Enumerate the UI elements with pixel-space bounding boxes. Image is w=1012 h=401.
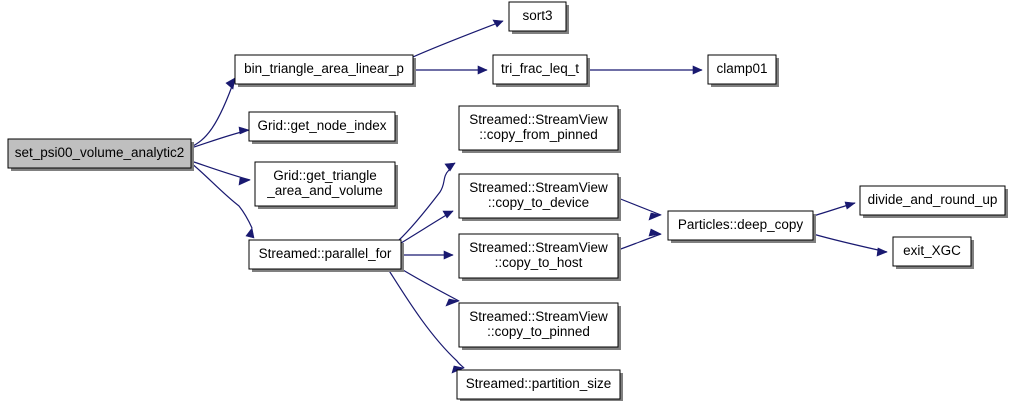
call-edge — [397, 266, 460, 302]
node-box[interactable] — [458, 105, 619, 151]
call-edge — [387, 268, 465, 369]
node-box[interactable] — [859, 185, 1006, 216]
call-edge — [617, 197, 662, 216]
node-box[interactable] — [458, 233, 619, 279]
edge-arrowhead-icon — [442, 210, 454, 219]
graph-node[interactable]: Particles::deep_copy — [667, 210, 816, 243]
graph-node[interactable]: Streamed::partition_size — [456, 369, 623, 401]
root-node-box[interactable] — [7, 138, 192, 169]
node-label: ::copy_from_pinned — [479, 127, 598, 142]
edge-arrowhead-icon — [844, 201, 856, 210]
graph-node[interactable]: Streamed::StreamView::copy_to_pinned — [458, 302, 621, 350]
node-label: _area_and_volume — [266, 183, 383, 198]
call-edge — [617, 233, 662, 251]
node-label: Streamed::StreamView — [469, 180, 608, 195]
node-label: ::copy_to_pinned — [487, 324, 590, 339]
node-box[interactable] — [234, 54, 414, 85]
graph-node[interactable]: Streamed::StreamView::copy_from_pinned — [458, 105, 621, 153]
call-edge — [397, 162, 456, 242]
edge-arrowhead-icon — [648, 212, 663, 221]
call-edge — [190, 77, 236, 148]
node-box[interactable] — [248, 239, 402, 270]
node-layer: set_psi00_volume_analytic2 bin_triangle_a… — [7, 1, 1008, 401]
edge-arrowhead-icon — [492, 19, 504, 28]
arrow-layer — [225, 19, 888, 374]
graph-node[interactable]: exit_XGC — [892, 236, 974, 269]
node-label: Grid::get_node_index — [257, 118, 386, 133]
node-label: Streamed::parallel_for — [259, 246, 392, 261]
node-box[interactable] — [508, 1, 567, 32]
node-label: set_psi00_volume_analytic2 — [15, 145, 185, 160]
edge-arrowhead-icon — [225, 77, 236, 90]
call-edge — [190, 162, 253, 229]
edge-arrowhead-icon — [238, 126, 250, 135]
graph-node[interactable]: clamp01 — [707, 54, 779, 87]
call-edge — [190, 160, 251, 181]
graph-node[interactable]: set_psi00_volume_analytic2 — [7, 138, 194, 171]
edge-arrowhead-icon — [245, 227, 255, 239]
node-label: Streamed::StreamView — [469, 240, 608, 255]
graph-node[interactable]: divide_and_round_up — [859, 185, 1008, 218]
node-box[interactable] — [892, 236, 972, 267]
node-label: divide_and_round_up — [868, 192, 998, 207]
graph-node[interactable]: sort3 — [508, 1, 569, 34]
edge-arrowhead-icon — [876, 247, 888, 257]
edge-arrowhead-icon — [445, 298, 461, 307]
node-box[interactable] — [707, 54, 777, 85]
node-label: clamp01 — [716, 61, 767, 76]
edge-arrowhead-icon — [443, 250, 454, 260]
call-edge — [400, 210, 454, 244]
graph-node[interactable]: Grid::get_triangle_area_and_volume — [254, 161, 398, 209]
call-edge — [412, 20, 504, 58]
edge-arrowhead-icon — [238, 177, 251, 186]
node-box[interactable] — [248, 111, 396, 142]
graph-node[interactable]: Streamed::parallel_for — [248, 239, 404, 272]
call-edge — [812, 233, 888, 253]
graph-node[interactable]: Streamed::StreamView::copy_to_device — [458, 173, 621, 221]
node-box[interactable] — [254, 161, 396, 207]
edge-arrowhead-icon — [444, 162, 456, 172]
edge-arrowhead-icon — [692, 65, 703, 75]
node-label: Streamed::StreamView — [469, 309, 608, 324]
node-box[interactable] — [456, 369, 621, 400]
node-label: Streamed::partition_size — [466, 376, 612, 391]
node-box[interactable] — [492, 54, 588, 85]
graph-node[interactable]: Grid::get_node_index — [248, 111, 398, 144]
node-label: tri_frac_leq_t — [501, 61, 579, 76]
node-box[interactable] — [458, 302, 619, 348]
node-label: bin_triangle_area_linear_p — [244, 61, 404, 76]
node-label: Particles::deep_copy — [678, 217, 804, 232]
edge-arrowhead-icon — [477, 65, 488, 75]
node-label: Streamed::StreamView — [469, 112, 608, 127]
node-label: Grid::get_triangle — [273, 168, 377, 183]
node-label: exit_XGC — [903, 243, 961, 258]
node-label: ::copy_to_device — [488, 195, 589, 210]
node-box[interactable] — [458, 173, 619, 219]
graph-node[interactable]: bin_triangle_area_linear_p — [234, 54, 416, 87]
graph-node[interactable]: tri_frac_leq_t — [492, 54, 590, 87]
node-label: ::copy_to_host — [495, 255, 583, 270]
edge-arrowhead-icon — [648, 228, 662, 237]
node-label: sort3 — [522, 8, 552, 23]
node-box[interactable] — [667, 210, 814, 241]
graph-node[interactable]: Streamed::StreamView::copy_to_host — [458, 233, 621, 281]
